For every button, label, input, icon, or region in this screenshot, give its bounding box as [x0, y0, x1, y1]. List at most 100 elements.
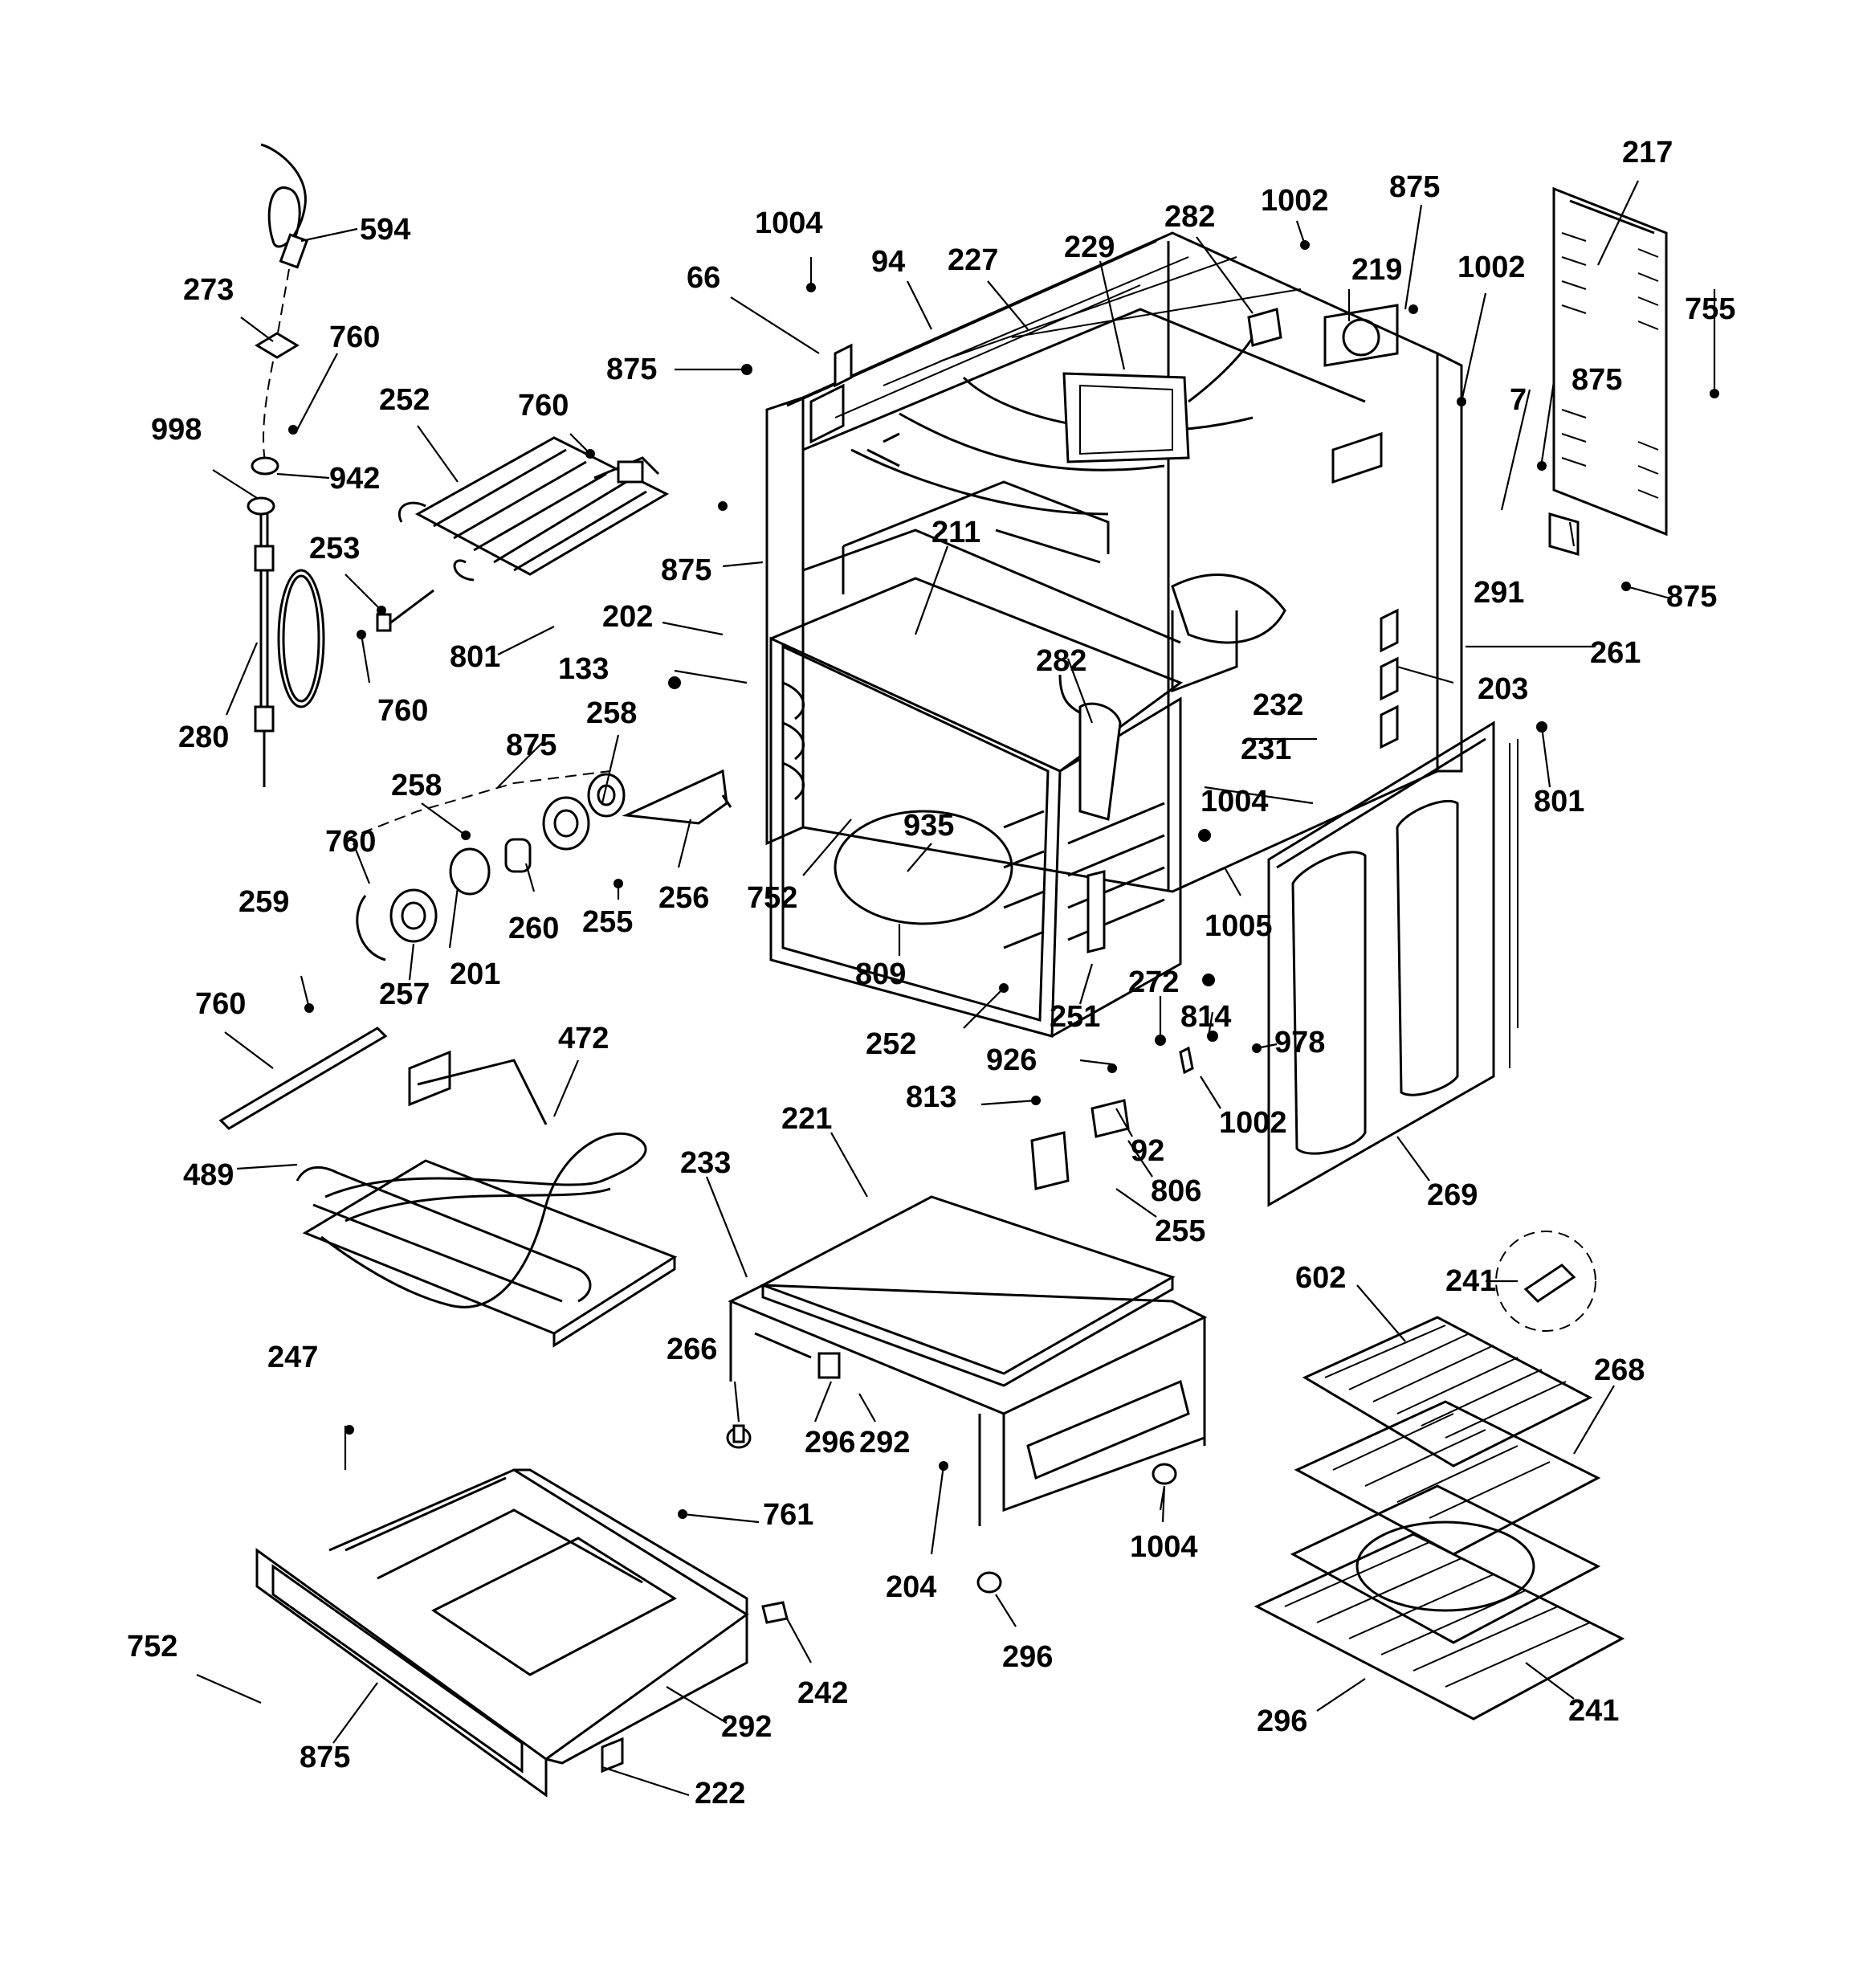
- part-label: 280: [178, 720, 229, 754]
- part-label: 1002: [1457, 251, 1526, 284]
- part-labels: 594 273 760 252 760 998 942 253 801 760 …: [127, 136, 1735, 1810]
- part-label: 217: [1622, 136, 1673, 169]
- convection-fan-parts: [344, 769, 732, 961]
- part-label: 255: [582, 905, 633, 939]
- part-label: 472: [558, 1022, 609, 1055]
- part-label: 259: [238, 885, 289, 919]
- part-label: 935: [903, 809, 954, 843]
- part-label: 942: [329, 462, 380, 496]
- part-label: 203: [1478, 672, 1528, 706]
- part-label: 268: [1594, 1353, 1645, 1387]
- part-label: 875: [506, 729, 556, 762]
- part-label: 875: [1666, 580, 1717, 614]
- part-label: 232: [1253, 688, 1303, 722]
- part-label: 875: [300, 1741, 350, 1774]
- part-label: 1004: [1130, 1530, 1198, 1564]
- part-label: 296: [1257, 1704, 1307, 1738]
- part-label: 1002: [1261, 184, 1329, 218]
- part-label: 875: [606, 353, 657, 386]
- part-label: 219: [1351, 253, 1402, 287]
- part-label: 201: [450, 957, 500, 991]
- part-label: 291: [1474, 576, 1524, 610]
- part-label: 257: [379, 978, 430, 1011]
- part-label: 252: [866, 1027, 916, 1061]
- leader-lines: [196, 180, 1716, 1797]
- part-label: 752: [127, 1630, 177, 1663]
- part-label: 241: [1568, 1694, 1619, 1728]
- part-label: 241: [1445, 1264, 1496, 1298]
- part-label: 296: [805, 1426, 855, 1459]
- part-label: 1002: [1219, 1106, 1287, 1140]
- part-label: 282: [1164, 200, 1215, 234]
- oven-body: [765, 231, 1463, 893]
- part-label: 296: [1002, 1640, 1053, 1674]
- part-label: 229: [1064, 231, 1115, 264]
- oven-cavity-liner: [769, 529, 1184, 1038]
- door-panel: [1267, 720, 1519, 1207]
- part-label: 926: [986, 1043, 1037, 1077]
- part-label: 292: [721, 1710, 772, 1744]
- part-label: 133: [558, 652, 609, 686]
- part-label: 760: [518, 389, 569, 423]
- part-label: 813: [906, 1080, 956, 1114]
- part-label: 806: [1151, 1174, 1201, 1208]
- leader-dots: [288, 240, 1719, 1519]
- part-label: 242: [797, 1676, 848, 1710]
- part-label: 92: [1131, 1134, 1164, 1168]
- part-label: 292: [859, 1426, 910, 1459]
- part-label: 266: [667, 1333, 717, 1366]
- part-label: 282: [1036, 644, 1086, 678]
- part-label: 253: [309, 532, 360, 565]
- broil-element-top: [376, 436, 670, 632]
- part-label: 801: [450, 640, 500, 674]
- part-label: 760: [329, 320, 380, 354]
- part-label: 814: [1180, 1000, 1231, 1034]
- bake-element-and-tray: [218, 1027, 678, 1348]
- part-label: 594: [360, 213, 410, 247]
- part-label: 760: [377, 694, 428, 728]
- part-label: 760: [195, 987, 246, 1021]
- part-label: 221: [781, 1102, 832, 1136]
- part-label: 252: [379, 383, 430, 417]
- part-label: 258: [586, 696, 637, 730]
- part-label: 875: [661, 553, 711, 587]
- part-label: 251: [1050, 1000, 1100, 1034]
- part-label: 7: [1510, 383, 1527, 417]
- bottom-frame: [726, 1195, 1208, 1594]
- part-label: 809: [855, 957, 906, 991]
- part-label: 269: [1427, 1178, 1478, 1212]
- part-label: 261: [1590, 636, 1641, 670]
- part-label: 260: [508, 912, 559, 945]
- part-label: 1005: [1205, 909, 1273, 943]
- part-label: 247: [267, 1341, 318, 1374]
- part-label: 66: [687, 261, 720, 295]
- part-label: 998: [151, 413, 202, 447]
- part-label: 801: [1534, 785, 1584, 818]
- part-label: 875: [1572, 363, 1622, 397]
- small-brackets: [1030, 1046, 1194, 1190]
- part-label: 272: [1128, 965, 1179, 999]
- storage-drawer: [255, 1468, 789, 1798]
- part-label: 204: [886, 1570, 936, 1604]
- part-label: 255: [1155, 1214, 1205, 1248]
- part-label: 602: [1295, 1261, 1346, 1295]
- part-label: 760: [325, 825, 376, 859]
- part-label: 875: [1389, 170, 1440, 204]
- part-label: 211: [932, 516, 980, 549]
- part-label: 231: [1241, 733, 1291, 766]
- part-label: 227: [948, 243, 998, 277]
- part-label: 489: [183, 1158, 234, 1192]
- part-label: 1004: [1201, 785, 1269, 818]
- part-label: 752: [747, 881, 797, 915]
- part-label: 1004: [755, 206, 823, 240]
- oven-racks: [1254, 1231, 1625, 1721]
- sensor-cable-assembly: [247, 143, 325, 787]
- part-label: 273: [183, 273, 234, 307]
- part-label: 222: [695, 1777, 745, 1810]
- part-label: 202: [602, 600, 653, 634]
- part-label: 761: [763, 1498, 813, 1532]
- part-label: 258: [391, 769, 442, 802]
- part-label: 256: [658, 881, 709, 915]
- part-label: 233: [680, 1146, 731, 1180]
